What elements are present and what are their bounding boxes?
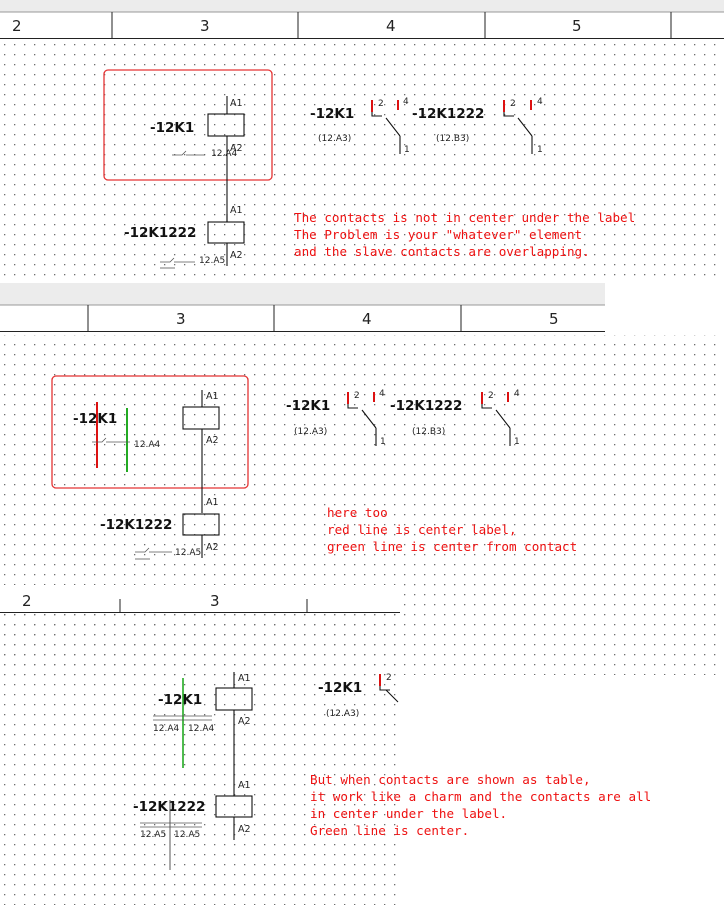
contact-table [153, 715, 212, 721]
panel-1: 2 3 4 5 A1 A2 -12K1 12.A4 A1 A2 -12K1222 [0, 0, 724, 269]
pin-a2: A2 [206, 542, 219, 553]
column-ruler [0, 12, 724, 38]
slave-ref: (12.A3) [294, 427, 327, 437]
ruler-col-label: 3 [200, 17, 210, 35]
annotation-line: The contacts is not in center under the … [294, 210, 635, 225]
pin-a1: A1 [206, 391, 219, 402]
annotation-line: it work like a charm and the contacts ar… [310, 789, 651, 804]
pin-1: 1 [514, 437, 520, 447]
contact-ref: 12.A5 [175, 548, 201, 558]
pin-a1: A1 [206, 497, 219, 508]
slave-ref: (12.B3) [412, 427, 445, 437]
slave-label: -12K1222 [390, 398, 462, 414]
pin-a2: A2 [230, 143, 243, 154]
ruler-col-label: 5 [549, 310, 559, 328]
ruler-col-label: 2 [22, 592, 32, 610]
pin-2: 2 [488, 391, 494, 401]
grid-panel-3 [0, 612, 400, 905]
slave-ref: (12.B3) [436, 134, 469, 144]
contact-ref: 12.A4 [134, 440, 160, 450]
pin-a2: A2 [230, 250, 243, 261]
ruler-top-strip [0, 0, 724, 12]
ruler-col-label: 4 [362, 310, 372, 328]
table-ref: 12.A5 [174, 830, 200, 840]
annotation-line: here too [327, 505, 388, 520]
annotation-line: in center under the label. [310, 806, 507, 821]
column-ruler [0, 585, 400, 612]
annotation-line: and the slave contacts are overlapping. [294, 244, 590, 259]
coil-12k1222[interactable] [215, 795, 253, 840]
coil-12k1222[interactable] [182, 513, 220, 558]
ruler-top-strip [0, 283, 605, 305]
device-label: -12K1222 [100, 517, 172, 533]
slave-label: -12K1 [318, 680, 362, 696]
annotation-line: red line is center label, [327, 522, 517, 537]
table-ref: 12.A4 [153, 724, 179, 734]
pin-a1: A1 [230, 205, 243, 216]
table-ref: 12.A4 [188, 724, 214, 734]
coil-12k1[interactable] [207, 96, 245, 222]
pin-1: 1 [537, 145, 543, 155]
device-label: -12K1 [158, 692, 202, 708]
table-ref: 12.A5 [140, 830, 166, 840]
pin-1: 1 [404, 145, 410, 155]
contact-table [140, 822, 202, 828]
slave-contact-icon[interactable] [481, 392, 511, 446]
device-label: -12K1 [73, 411, 117, 427]
panel-3: 2 3 A1 A2 -12K1 12.A4 12.A4 A1 A2 -12K12… [0, 585, 651, 870]
pin-2: 2 [510, 99, 516, 109]
ruler-col-label: 3 [210, 592, 220, 610]
slave-ref: (12.A3) [318, 134, 351, 144]
pin-4: 4 [379, 389, 385, 399]
pin-a2: A2 [238, 824, 251, 835]
slave-contact-icon[interactable] [379, 674, 399, 703]
annotation-line: green line is center from contact [327, 539, 577, 554]
contact-symbol-icon [172, 150, 205, 156]
slave-ref: (12.A3) [326, 709, 359, 719]
pin-2: 2 [378, 99, 384, 109]
coil-12k1[interactable] [215, 672, 253, 796]
coil-12k1[interactable] [182, 390, 220, 513]
contact-symbol-icon [92, 437, 130, 443]
highlight-box [103, 69, 273, 181]
contact-symbol-icon [160, 257, 195, 269]
pin-4: 4 [514, 389, 520, 399]
pin-a1: A1 [238, 780, 251, 791]
grid-panel-1 [0, 40, 724, 280]
ruler-col-label: 5 [572, 17, 582, 35]
pin-2: 2 [386, 673, 392, 683]
ruler-col-label: 3 [176, 310, 186, 328]
contact-ref: 12.A4 [211, 149, 237, 159]
slave-contact-icon[interactable] [503, 100, 533, 154]
ruler-col-label: 2 [12, 17, 22, 35]
contact-ref: 12.A5 [199, 256, 225, 266]
pin-4: 4 [537, 97, 543, 107]
slave-label: -12K1 [310, 106, 354, 122]
pin-4: 4 [403, 97, 409, 107]
panel-2: 3 4 5 A1 A2 -12K1 12.A4 A1 A2 -12K1222 [0, 283, 605, 560]
annotation-line: Green line is center. [310, 823, 469, 838]
column-ruler [0, 305, 605, 331]
contact-symbol-icon [135, 547, 172, 560]
pin-a1: A1 [230, 98, 243, 109]
pin-1: 1 [380, 437, 386, 447]
coil-12k1222[interactable] [207, 214, 245, 266]
pin-a1: A1 [238, 673, 251, 684]
annotation-line: The Problem is your "whatever" element [294, 227, 582, 242]
pin-a2: A2 [206, 435, 219, 446]
ruler-col-label: 4 [386, 17, 396, 35]
device-label: -12K1 [150, 120, 194, 136]
slave-label: -12K1 [286, 398, 330, 414]
device-label: -12K1222 [124, 225, 196, 241]
pin-a2: A2 [238, 716, 251, 727]
device-label: -12K1222 [133, 799, 205, 815]
slave-label: -12K1222 [412, 106, 484, 122]
highlight-box [51, 375, 249, 489]
pin-2: 2 [354, 391, 360, 401]
slave-contact-icon[interactable] [371, 100, 401, 154]
annotation-line: But when contacts are shown as table, [310, 772, 591, 787]
slave-contact-icon[interactable] [347, 392, 377, 446]
